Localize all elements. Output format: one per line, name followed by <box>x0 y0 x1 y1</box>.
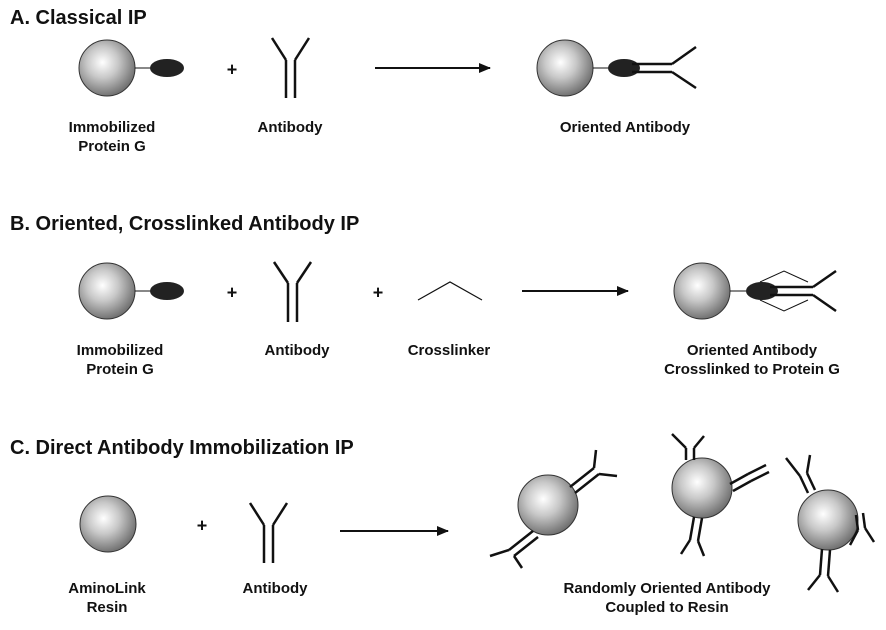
protein-g-label: Immobilized Protein G <box>69 118 156 156</box>
aminolink-resin-label: AminoLink Resin <box>68 579 146 617</box>
section-a-graphics <box>78 37 697 98</box>
crosslinker-icon <box>417 281 483 301</box>
protein-g-ellipse <box>150 282 184 300</box>
aminolink-resin-label-line-2: Resin <box>86 599 128 616</box>
plus-sign: + <box>196 515 208 536</box>
section-c-graphics <box>79 433 876 593</box>
coupled-antibody-icon <box>807 548 840 593</box>
aminolink-resin-bead <box>79 495 137 553</box>
crosslinked-antibody-label: Oriented Antibody Crosslinked to Protein… <box>664 341 840 379</box>
coupled-antibody-icon <box>489 530 539 569</box>
plus-sign: + <box>372 282 384 303</box>
protein-g-bead <box>673 262 731 320</box>
protein-g-label-line-1: Immobilized <box>76 342 164 359</box>
randomly-oriented-antibody-label-line-1: Randomly Oriented Antibody <box>563 580 771 597</box>
section-c-title: C. Direct Antibody Immobilization IP <box>10 437 354 459</box>
aminolink-resin-label-line-1: AminoLink <box>68 580 146 597</box>
protein-g-label-line-1: Immobilized <box>68 119 156 136</box>
coupled-antibody-icon <box>671 433 705 460</box>
protein-g-bead <box>78 39 136 97</box>
antibody-label: Antibody <box>242 580 308 597</box>
randomly-oriented-antibody-label-line-2: Coupled to Resin <box>605 599 729 616</box>
coupled-antibody-icon <box>679 516 706 557</box>
bound-antibody-icon <box>632 45 697 90</box>
protein-g-ellipse <box>608 59 640 77</box>
bound-antibody-icon <box>770 269 837 313</box>
resin-bead <box>517 474 579 536</box>
oriented-antibody-label: Oriented Antibody <box>559 119 691 136</box>
antibody-label: Antibody <box>257 119 323 136</box>
resin-bead <box>671 457 733 519</box>
crosslinker-label: Crosslinker <box>407 342 491 359</box>
section-b-title: B. Oriented, Crosslinked Antibody IP <box>10 213 360 235</box>
antibody-label: Antibody <box>264 342 330 359</box>
coupled-antibody-icon <box>785 454 817 494</box>
antibody-icon <box>248 502 289 563</box>
crosslink-bonds-icon <box>759 270 809 312</box>
section-b-graphics <box>78 261 837 322</box>
coupled-antibody-icon <box>729 463 770 493</box>
coupled-antibody-icon <box>848 512 876 546</box>
coupled-antibody-icon <box>569 449 618 494</box>
crosslinked-antibody-label-line-2: Crosslinked to Protein G <box>664 361 840 378</box>
protein-g-bead <box>536 39 594 97</box>
protein-g-label-line-2: Protein G <box>86 361 154 378</box>
antibody-icon <box>270 37 311 98</box>
crosslinked-antibody-label-line-1: Oriented Antibody <box>686 342 818 359</box>
plus-sign: + <box>226 59 238 80</box>
plus-sign: + <box>226 282 238 303</box>
protein-g-label: Immobilized Protein G <box>77 341 164 379</box>
antibody-icon <box>272 261 313 322</box>
resin-bead <box>797 489 859 551</box>
protein-g-ellipse <box>150 59 184 77</box>
protein-g-label-line-2: Protein G <box>78 138 146 155</box>
randomly-oriented-antibody-label: Randomly Oriented Antibody Coupled to Re… <box>564 579 771 617</box>
protein-g-ellipse <box>746 282 778 300</box>
section-a-title: A. Classical IP <box>10 7 147 29</box>
protein-g-bead <box>78 262 136 320</box>
